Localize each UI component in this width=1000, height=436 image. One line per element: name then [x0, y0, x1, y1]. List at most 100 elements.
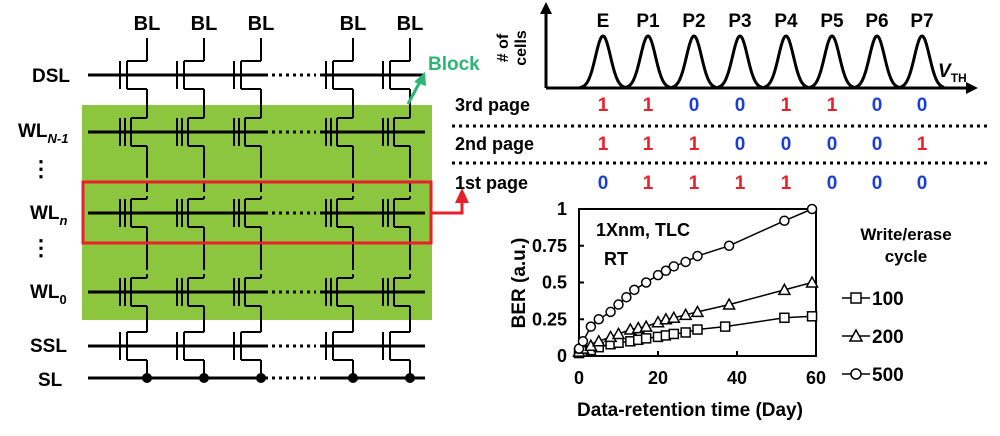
page-bit: 1: [917, 134, 928, 155]
data-point-circle: [613, 299, 624, 310]
y-tick-label: 0.5: [542, 273, 567, 293]
data-point-triangle: [591, 334, 606, 347]
chart-legend: 100 200 500: [842, 289, 904, 386]
row-label-ssl: SSL: [30, 336, 67, 357]
source-line-node: [256, 373, 266, 383]
bitline-label: BL: [134, 13, 161, 35]
page-bit: 1: [781, 95, 792, 116]
dist-x-arrowhead: [966, 82, 978, 94]
row-dots: ⋮: [30, 235, 52, 260]
y-tick-label: 1: [557, 199, 567, 219]
page-bit: 0: [872, 134, 883, 155]
data-point-circle: [692, 250, 703, 262]
data-point-circle: [850, 368, 862, 380]
vth-state-curve: [898, 34, 945, 89]
dist-y-arrowhead: [540, 2, 552, 14]
legend-label: 100: [872, 289, 904, 310]
vth-state-curve: [579, 34, 626, 89]
data-point-square: [692, 324, 703, 335]
row-label-wl-n-1: WLN-1: [18, 121, 69, 146]
data-point-circle: [593, 314, 604, 325]
row-dots: ⋮: [30, 156, 52, 181]
chart-annotation: 1Xnm, TLC: [596, 220, 690, 240]
dist-xlabel: VTH: [938, 61, 967, 85]
vth-state-curve: [624, 34, 671, 89]
vth-state-label: P5: [820, 11, 844, 32]
page-bit: 0: [735, 95, 746, 116]
page-pointer-arrow: [432, 200, 464, 215]
vth-state-label: P7: [910, 11, 933, 32]
page-bit: 1: [735, 173, 746, 194]
data-point-square: [719, 321, 731, 332]
data-point-circle: [621, 291, 632, 303]
bitline-label: BL: [248, 13, 275, 35]
data-point-circle: [779, 215, 790, 227]
page-bit: 1: [598, 95, 609, 116]
data-point-square: [680, 327, 691, 338]
page-bit: 0: [827, 134, 838, 155]
y-tick-label: 0.25: [532, 309, 567, 329]
data-point-square: [640, 333, 652, 344]
page-label-2nd: 2nd page: [455, 134, 534, 154]
dist-ylabel: # ofcells: [495, 30, 530, 66]
data-point-triangle: [690, 304, 705, 318]
vth-state-curve: [716, 34, 763, 89]
row-label-dsl: DSL: [32, 66, 70, 87]
vth-state-label: P4: [774, 11, 798, 32]
page-bit: 0: [735, 134, 746, 155]
chart-ylabel: BER (a.u.): [509, 238, 530, 329]
bitline-label: BL: [340, 13, 367, 35]
vth-state-curve: [853, 34, 900, 89]
vth-state-label: P2: [682, 11, 705, 32]
source-line-node: [199, 373, 209, 383]
x-tick-label: 0: [574, 368, 584, 388]
y-tick-label: 0: [557, 346, 567, 366]
legend-label: 200: [872, 327, 904, 348]
chart-xlabel: Data-retention time (Day): [577, 400, 803, 421]
page-bit: 1: [781, 173, 792, 194]
vth-state-label: P1: [636, 11, 660, 32]
data-point-circle: [668, 261, 680, 272]
data-point-circle: [605, 306, 616, 318]
source-line-node: [142, 373, 152, 383]
block-arrowhead: [414, 72, 426, 86]
data-point-square: [850, 292, 862, 304]
page-bit: 1: [643, 173, 654, 194]
block-label: Block: [428, 54, 480, 75]
bitline-label: BL: [191, 13, 218, 35]
page-bit: 1: [689, 173, 700, 194]
vth-state-curve: [762, 34, 809, 89]
data-point-triangle: [611, 326, 626, 340]
data-point-circle: [680, 256, 691, 268]
data-point-triangle: [678, 307, 693, 321]
page-bit: 1: [689, 134, 700, 155]
data-point-circle: [660, 265, 672, 276]
page-bit: 0: [781, 134, 792, 155]
data-point-square: [668, 328, 680, 340]
y-tick-label: 0.75: [532, 236, 567, 256]
page-bit: 1: [643, 95, 654, 116]
page-bit: 0: [689, 95, 700, 116]
page-bit: 1: [598, 134, 609, 155]
bitline-label: BL: [397, 13, 424, 35]
data-point-square: [806, 311, 818, 322]
vth-state-label: P6: [865, 11, 888, 32]
source-line-node: [405, 373, 415, 383]
page-bit: 1: [827, 95, 838, 116]
data-point-triangle: [777, 282, 792, 296]
data-point-triangle: [639, 319, 653, 332]
data-point-triangle: [722, 297, 736, 310]
selected-wordline-highlight: [81, 180, 433, 245]
x-tick-label: 40: [727, 368, 747, 388]
legend-label: 500: [872, 365, 904, 386]
x-tick-label: 20: [648, 368, 668, 388]
vth-state-label: E: [597, 11, 610, 32]
page-pointer-arrowhead: [455, 188, 469, 203]
page-bit: 0: [827, 173, 838, 194]
row-label-wl-n: WLn: [30, 203, 68, 228]
